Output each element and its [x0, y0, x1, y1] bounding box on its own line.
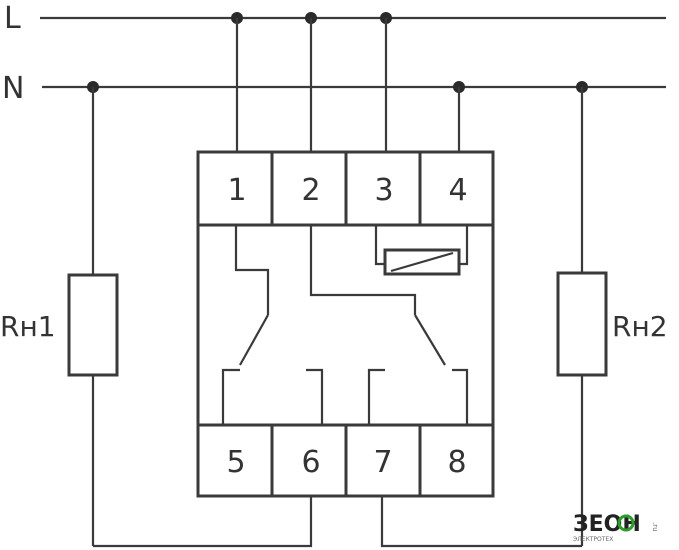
relay-coil — [383, 248, 461, 276]
logo-domain: .ru — [651, 522, 659, 532]
load-resistor-2 — [556, 271, 608, 377]
terminal-1: 1 — [227, 173, 246, 208]
terminal-3: 3 — [374, 173, 393, 208]
line-n-label: N — [2, 71, 24, 106]
brand-logo: ЗЕОН ЭЛЕКТРОТЕХ .ru — [573, 512, 659, 543]
switch-1-contact-nc — [221, 368, 240, 425]
load-resistor-1 — [67, 273, 119, 377]
wire-load-1-to-terminal-6 — [93, 496, 313, 548]
load-1-label: Rн1 — [0, 310, 56, 343]
logo-text: ЗЕОН — [573, 512, 641, 537]
terminal-4: 4 — [448, 173, 467, 208]
coil-lead-4 — [459, 225, 469, 266]
top-terminal-block — [198, 152, 493, 227]
switch-2-contact-no — [452, 368, 469, 425]
load-2-label: Rн2 — [612, 310, 668, 343]
switch-1-blade — [239, 314, 269, 366]
terminal-7: 7 — [373, 445, 392, 480]
wire-terminal-1-to-switch-1 — [234, 225, 270, 315]
terminal-2: 2 — [301, 173, 320, 208]
terminal-8: 8 — [447, 445, 466, 480]
coil-lead-3 — [374, 225, 385, 266]
power-icon — [617, 514, 635, 532]
relay-coil-slash — [390, 251, 454, 273]
bottom-terminal-block — [198, 423, 493, 496]
wire-terminal-2-to-switch-2 — [309, 225, 417, 315]
terminal-6: 6 — [301, 445, 320, 480]
logo-subtext: ЭЛЕКТРОТЕХ — [573, 536, 613, 543]
switch-2-blade — [414, 314, 446, 366]
line-l-label: L — [4, 1, 21, 36]
switch-2-contact-nc — [367, 368, 385, 425]
wire-load-2-to-terminal-7 — [380, 496, 582, 548]
switch-1-contact-no — [306, 368, 324, 425]
terminal-5: 5 — [226, 445, 245, 480]
